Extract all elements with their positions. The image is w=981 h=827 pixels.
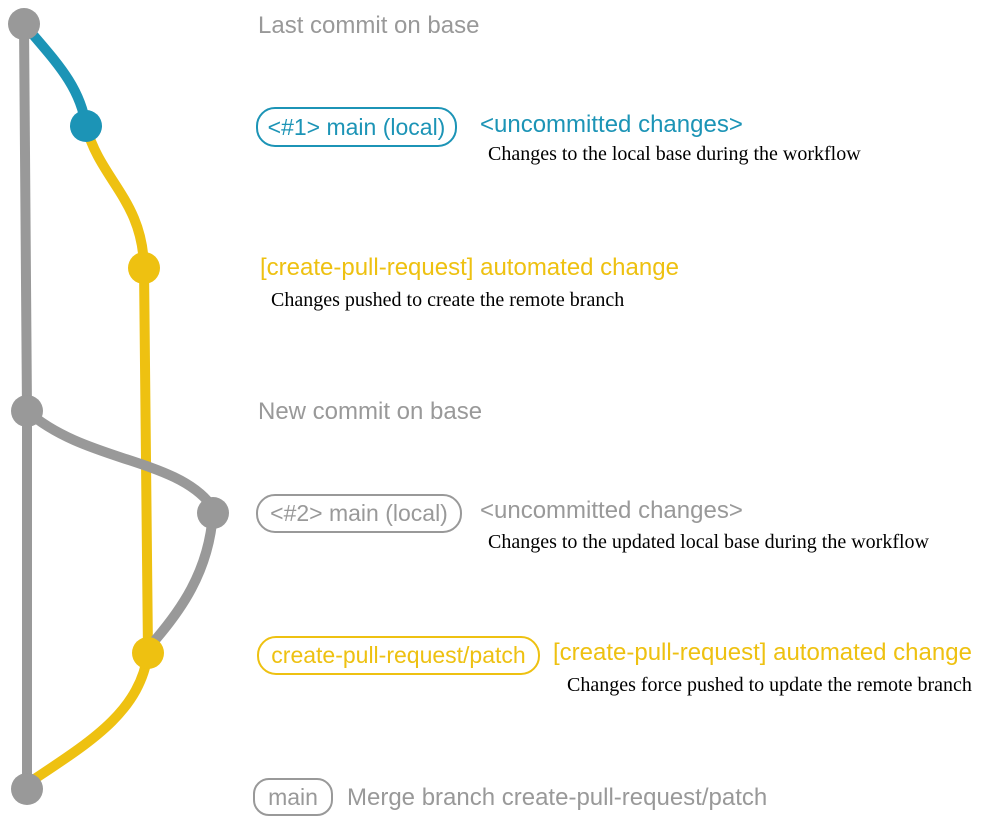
local-main-2-line: [22, 406, 216, 510]
local-main-2-to-patch-line: [145, 508, 218, 651]
pr-branch-curve-top: [81, 121, 149, 273]
branch-badge-main-2-label: <#2> main (local): [270, 500, 448, 526]
description-updated-local-base-changes: Changes to the updated local base during…: [488, 531, 929, 553]
description-local-base-changes: Changes to the local base during the wor…: [488, 143, 861, 165]
status-uncommitted-changes-2: <uncommitted changes>: [480, 497, 743, 524]
annotation-merge-branch: Merge branch create-pull-request/patch: [347, 784, 768, 811]
branch-badge-main-1: <#1> main (local): [256, 107, 457, 147]
local-main-1-line: [19, 19, 91, 131]
pr-branch-merge-curve: [25, 648, 153, 787]
branch-badge-main-1-label: <#1> main (local): [267, 113, 446, 140]
description-force-push-update: Changes force pushed to update the remot…: [567, 674, 972, 696]
commit-dot-last-base: [8, 8, 40, 40]
commit-dot-main-2: [197, 497, 229, 529]
commit-dot-automated-change-2: [132, 637, 164, 669]
annotation-last-commit-on-base: Last commit on base: [258, 12, 480, 39]
status-uncommitted-changes-1: <uncommitted changes>: [480, 111, 743, 138]
commit-dot-merge: [11, 773, 43, 805]
branch-badge-main-merged-label: main: [268, 783, 318, 810]
commit-dot-new-base: [11, 395, 43, 427]
branch-badge-main-merged: main: [253, 778, 333, 816]
branch-badge-create-pull-request-patch: create-pull-request/patch: [257, 636, 540, 675]
branch-badge-create-pull-request-patch-label: create-pull-request/patch: [271, 642, 526, 668]
description-push-create: Changes pushed to create the remote bran…: [271, 289, 625, 311]
pr-branch-vertical-line: [139, 263, 153, 658]
commit-message-automated-change-1: [create-pull-request] automated change: [260, 254, 679, 281]
branch-badge-main-2: <#2> main (local): [256, 494, 462, 533]
commit-message-automated-change-2: [create-pull-request] automated change: [553, 639, 972, 666]
commit-dot-main-1: [70, 110, 102, 142]
commit-dot-automated-change-1: [128, 252, 160, 284]
annotation-new-commit-on-base: New commit on base: [258, 398, 483, 425]
